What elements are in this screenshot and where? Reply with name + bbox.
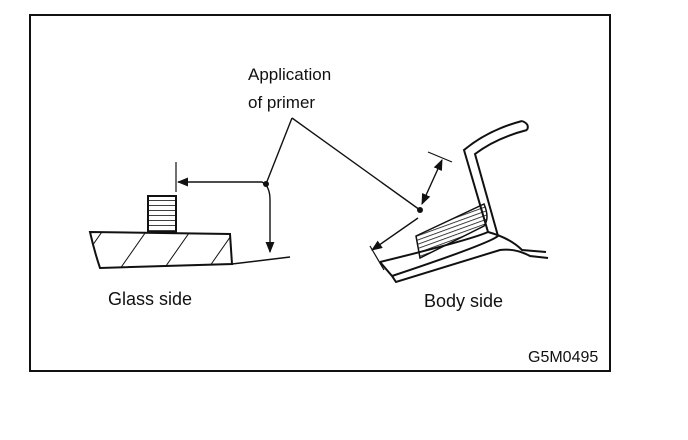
callout-label-line2: of primer (248, 93, 315, 112)
body-side-label: Body side (424, 291, 503, 311)
body-dimension-lower (371, 217, 419, 251)
callout-label-line1: Application (248, 65, 331, 84)
body-dimension-upper (421, 158, 443, 206)
glass-pane (88, 230, 234, 270)
callout-leader-glass (265, 117, 293, 185)
body-lower-panel (379, 248, 549, 284)
body-lower-panel-edge (487, 231, 547, 253)
figure-frame (29, 14, 611, 372)
glass-side-assembly (88, 162, 291, 270)
adhesive-bead (415, 202, 488, 260)
body-flange-cap (521, 120, 529, 131)
figure-code: G5M0495 (528, 349, 598, 366)
glass-primer-dimension (176, 177, 275, 254)
body-dimension-upper-tick (427, 151, 453, 163)
body-dimension-lower-tick (369, 245, 385, 271)
molding-block (147, 195, 177, 233)
glass-side-label: Glass side (108, 289, 192, 309)
callout-leader-body (291, 117, 421, 211)
body-side-assembly (369, 120, 549, 284)
glass-surface-line (231, 256, 291, 265)
